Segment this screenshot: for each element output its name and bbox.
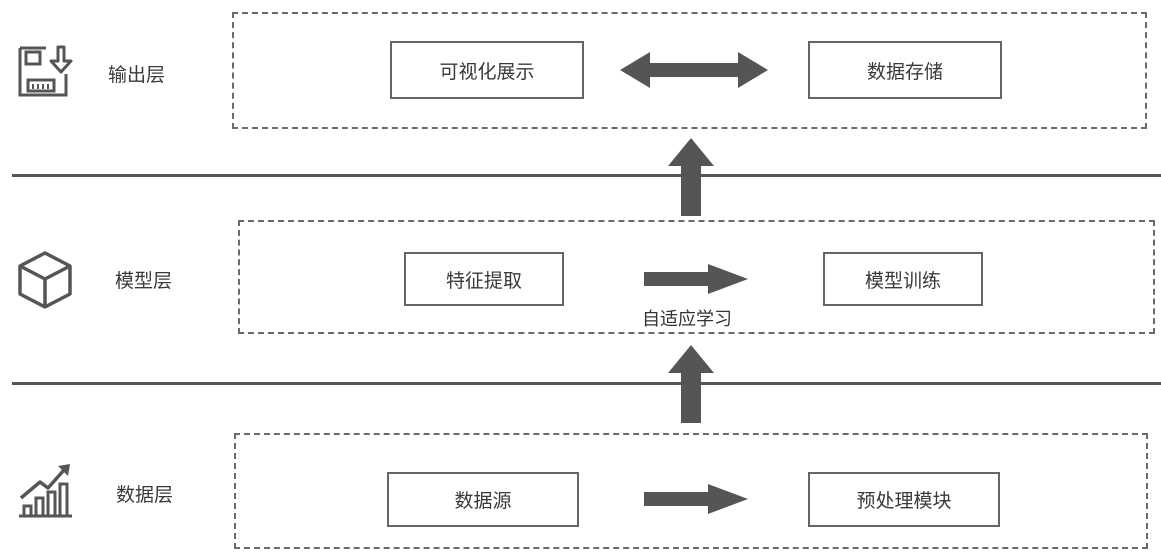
floppy-disk-download-icon xyxy=(18,45,73,97)
output-layer-container xyxy=(232,12,1147,129)
visualization-node-label: 可视化展示 xyxy=(439,60,535,83)
model-layer-label: 模型层 xyxy=(115,270,173,292)
model-training-node[interactable]: 模型训练 xyxy=(823,252,983,306)
data-source-node-label: 数据源 xyxy=(454,490,512,512)
layer-separator-top xyxy=(12,174,1161,177)
visualization-node[interactable]: 可视化展示 xyxy=(390,41,584,99)
feature-extraction-node[interactable]: 特征提取 xyxy=(404,252,564,306)
up-arrow-model-to-output xyxy=(668,138,714,216)
model-layer-container xyxy=(238,220,1155,334)
right-arrow-feature-to-training xyxy=(644,264,748,294)
output-layer-label: 输出层 xyxy=(108,64,166,86)
preprocessing-module-node[interactable]: 预处理模块 xyxy=(808,472,1000,527)
right-arrow-source-to-preprocessing xyxy=(644,484,748,514)
feature-extraction-node-label: 特征提取 xyxy=(445,269,522,292)
output-layer-icon xyxy=(16,44,73,100)
preprocessing-module-node-label: 预处理模块 xyxy=(856,490,952,512)
layer-separator-bottom xyxy=(12,382,1161,385)
data-storage-node[interactable]: 数据存储 xyxy=(808,41,1002,99)
data-storage-node-label: 数据存储 xyxy=(866,60,943,83)
cube-icon xyxy=(18,251,72,309)
bar-chart-growth-icon xyxy=(19,464,72,518)
model-layer-icon xyxy=(16,250,74,310)
data-source-node[interactable]: 数据源 xyxy=(387,472,579,527)
bidirectional-arrow xyxy=(620,52,768,88)
data-layer-container xyxy=(234,433,1148,549)
adaptive-learning-annotation: 自适应学习 xyxy=(642,309,732,330)
data-layer-icon xyxy=(18,462,74,518)
data-layer-label: 数据层 xyxy=(116,484,174,506)
model-training-node-label: 模型训练 xyxy=(864,269,941,292)
